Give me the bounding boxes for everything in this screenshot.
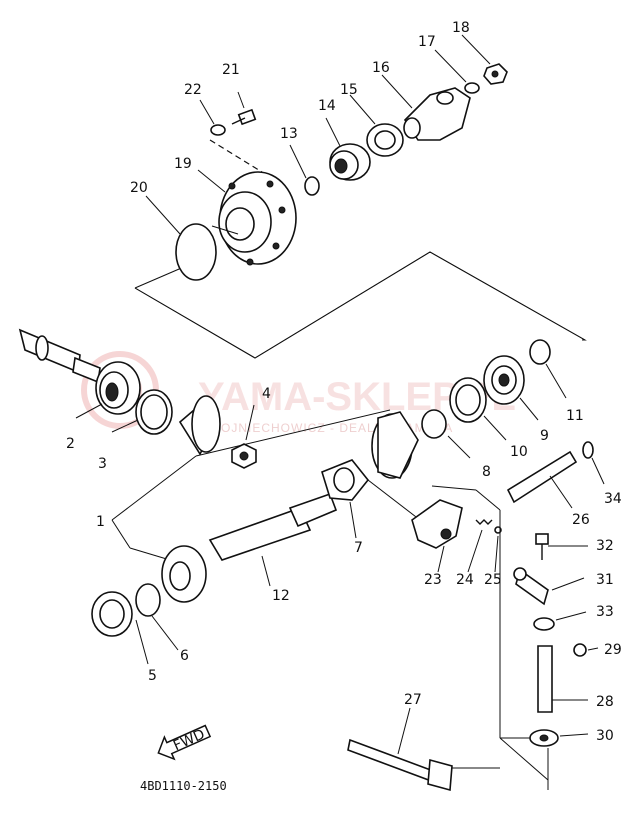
part-number-6: 6 — [180, 648, 189, 664]
shim-6 — [135, 583, 179, 651]
shim-10 — [449, 377, 507, 441]
bevel-gear-small — [178, 395, 221, 456]
clip-29 — [573, 643, 599, 657]
part-number-26: 26 — [572, 512, 590, 528]
housing-19 — [197, 169, 297, 266]
part-number-28: 28 — [596, 694, 614, 710]
bearing-5 — [91, 591, 149, 665]
fwd-label: FWD — [171, 726, 207, 754]
gasket-20 — [145, 195, 217, 281]
drawing-code: 4BD1110-2150 — [140, 779, 227, 793]
collar-33 — [533, 611, 587, 631]
part-number-9: 9 — [540, 428, 549, 444]
spring-24 — [467, 519, 493, 573]
input-shaft — [18, 328, 101, 384]
part-number-19: 19 — [174, 156, 192, 172]
shift-rod-26 — [506, 450, 578, 509]
ring-gear — [371, 411, 419, 479]
part-number-16: 16 — [372, 60, 390, 76]
part-number-23: 23 — [424, 572, 442, 588]
clutch-7 — [321, 459, 421, 539]
part-number-32: 32 — [596, 538, 614, 554]
part-number-21: 21 — [222, 62, 240, 78]
part-number-11: 11 — [566, 408, 584, 424]
shim-3 — [111, 389, 173, 435]
part-number-29: 29 — [604, 642, 622, 658]
circlip-11 — [529, 339, 567, 399]
part-number-25: 25 — [484, 572, 502, 588]
shift-shaft-27 — [347, 707, 500, 792]
bolt-21 — [231, 91, 257, 126]
part-number-3: 3 — [98, 456, 107, 472]
part-number-31: 31 — [596, 572, 614, 588]
nut-4 — [231, 404, 257, 469]
bolt-32 — [535, 533, 588, 560]
part-number-12: 12 — [272, 588, 290, 604]
part-number-13: 13 — [280, 126, 298, 142]
bearing-14 — [325, 117, 371, 181]
circlip-13 — [289, 144, 320, 196]
part-number-27: 27 — [404, 692, 422, 708]
part-number-34: 34 — [604, 491, 622, 507]
part-number-15: 15 — [340, 82, 358, 98]
shaft-28 — [537, 645, 588, 713]
part-number-20: 20 — [130, 180, 148, 196]
part-number-10: 10 — [510, 444, 528, 460]
o-ring-34 — [582, 441, 605, 485]
bearing-2 — [75, 361, 141, 419]
yoke-16 — [381, 74, 471, 141]
part-number-8: 8 — [482, 464, 491, 480]
washer-30 — [529, 729, 589, 747]
part-number-18: 18 — [452, 20, 470, 36]
shift-fork-23 — [411, 485, 501, 573]
pinion-1 — [111, 409, 391, 561]
shaft-12 — [161, 492, 338, 603]
o-ring-8 — [421, 409, 471, 459]
part-number-22: 22 — [184, 82, 202, 98]
part-number-7: 7 — [354, 540, 363, 556]
washer-22 — [199, 99, 263, 173]
part-number-30: 30 — [596, 728, 614, 744]
part-number-5: 5 — [148, 668, 157, 684]
part-number-1: 1 — [96, 514, 105, 530]
fwd-arrow-icon: FWD — [157, 724, 212, 761]
nut-18 — [461, 34, 508, 85]
part-number-17: 17 — [418, 34, 436, 50]
part-number-33: 33 — [596, 604, 614, 620]
part-number-2: 2 — [66, 436, 75, 452]
part-number-24: 24 — [456, 572, 474, 588]
bearing-9 — [483, 355, 539, 421]
part-number-4: 4 — [262, 386, 271, 402]
lever-31 — [513, 567, 585, 606]
part-number-14: 14 — [318, 98, 336, 114]
washer-17 — [434, 49, 480, 94]
ball-25 — [494, 526, 502, 573]
oil-seal-15 — [349, 94, 404, 157]
